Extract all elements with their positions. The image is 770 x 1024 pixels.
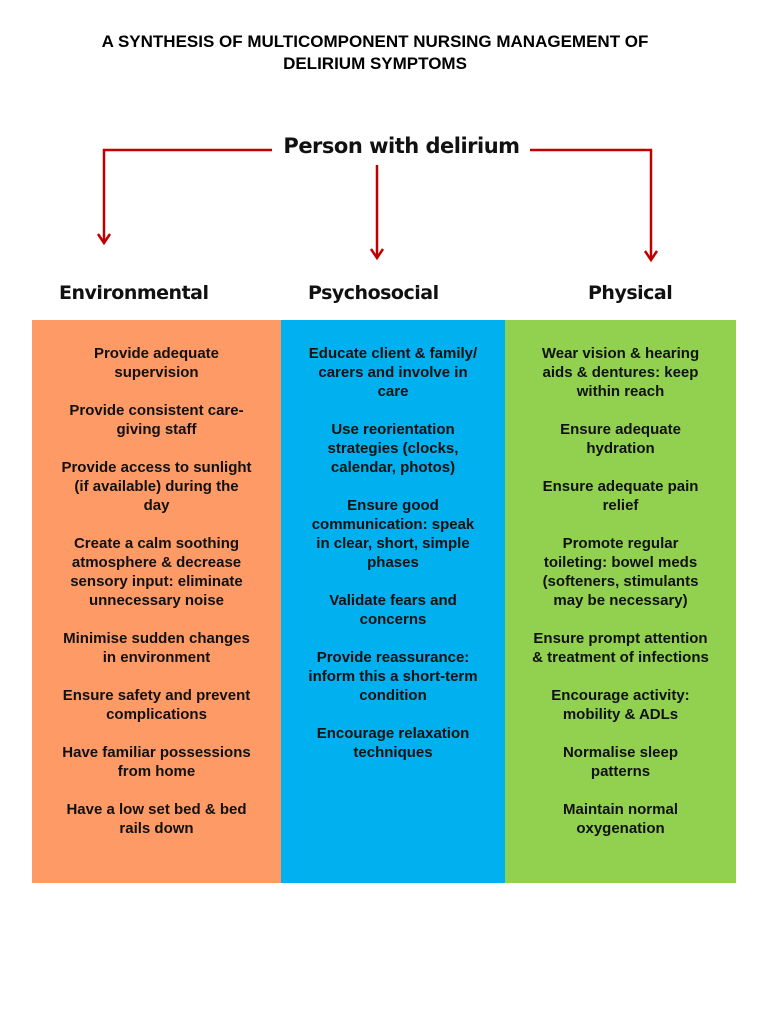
physical-column: Wear vision & hearing aids & dentures: k… <box>505 320 736 883</box>
arrowhead-psychosocial <box>369 248 385 261</box>
intervention-item: Promote regular toileting: bowel meds (s… <box>542 535 699 609</box>
category-physical: Physical <box>588 282 673 304</box>
intervention-item: Encourage activity: mobility & ADLs <box>551 687 690 723</box>
intervention-item: Provide consistent care- giving staff <box>69 402 244 438</box>
connector-arrows <box>96 148 659 263</box>
intervention-item: Ensure adequate hydration <box>560 421 681 457</box>
category-psychosocial: Psychosocial <box>308 282 439 304</box>
intervention-item: Maintain normal oxygenation <box>562 801 678 837</box>
intervention-item: Ensure prompt attention & treatment of i… <box>532 630 709 666</box>
psychosocial-column: Educate client & family/ carers and invo… <box>281 320 505 883</box>
intervention-item: Have a low set bed & bed rails down <box>66 801 247 837</box>
diagram-title: A SYNTHESIS OF MULTICOMPONENT NURSING MA… <box>101 32 649 73</box>
intervention-item: Provide adequate supervision <box>93 345 220 381</box>
intervention-item: Create a calm soothing atmosphere & decr… <box>70 535 243 609</box>
intervention-item: Normalise sleep patterns <box>562 744 679 780</box>
intervention-item: Ensure good communication: speak in clea… <box>311 497 475 571</box>
arrowhead-physical <box>643 250 659 263</box>
intervention-item: Validate fears and concerns <box>329 592 457 628</box>
intervention-item: Educate client & family/ carers and invo… <box>308 345 478 400</box>
intervention-item: Ensure safety and prevent complications <box>62 687 251 723</box>
intervention-item: Encourage relaxation techniques <box>316 725 470 761</box>
arrowhead-environmental <box>96 233 112 246</box>
intervention-item: Provide reassurance: inform this a short… <box>308 649 478 704</box>
intervention-item: Provide access to sunlight (if available… <box>61 459 252 514</box>
arrow-physical <box>530 148 653 259</box>
root-node: Person with delirium <box>283 134 520 158</box>
category-environmental: Environmental <box>59 282 209 304</box>
arrow-environmental <box>102 148 272 242</box>
intervention-item: Ensure adequate pain relief <box>542 478 699 514</box>
intervention-item: Wear vision & hearing aids & dentures: k… <box>541 345 700 400</box>
intervention-item: Have familiar possessions from home <box>62 744 251 780</box>
intervention-item: Minimise sudden changes in environment <box>63 630 250 666</box>
intervention-item: Use reorientation strategies (clocks, ca… <box>327 421 459 476</box>
